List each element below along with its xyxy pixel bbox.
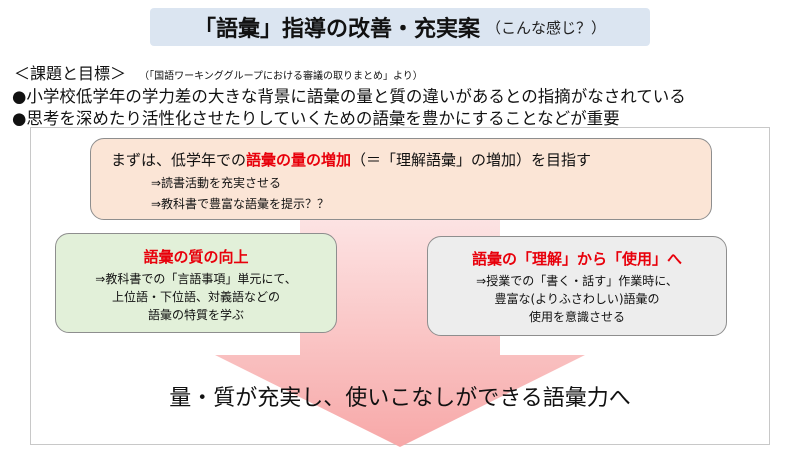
quality-line: 語彙の特質を学ぶ bbox=[147, 308, 244, 322]
quality-line: ⇒教科書での「言語事項」単元にて、 bbox=[95, 272, 297, 286]
usage-line: ⇒授業での「書く・話す」作業時に、 bbox=[476, 274, 678, 288]
goal-heading-suffix: （＝「理解語彙」の増加）を目指す bbox=[351, 151, 592, 169]
goal-line: ⇒教科書で豊富な語彙を提示？？ bbox=[151, 197, 330, 211]
page-title: 「語彙」指導の改善・充実案 bbox=[193, 17, 480, 42]
page-subtitle: （こんな感じ？） bbox=[486, 18, 607, 37]
section-header: ＜課題と目標＞ （「国語ワーキンググループにおける審議の取りまとめ」より） bbox=[14, 60, 423, 84]
bullet-item: ●小学校低学年の学力差の大きな背景に語彙の量と質の違いがあるとの指摘がなされてい… bbox=[12, 87, 686, 106]
section-source: （「国語ワーキンググループにおける審議の取りまとめ」より） bbox=[139, 71, 423, 82]
goal-box: まずは、低学年での語彙の量の増加（＝「理解語彙」の増加）を目指す ⇒読書活動を充… bbox=[90, 138, 712, 220]
conclusion-text: 量・質が充実し、使いこなしができる語彙力へ bbox=[169, 386, 631, 411]
goal-heading-highlight: 語彙の量の増加 bbox=[246, 151, 352, 169]
usage-line: 使用を意識させる bbox=[528, 310, 625, 324]
goal-line: ⇒読書活動を充実させる bbox=[151, 176, 282, 190]
goal-heading: まずは、低学年での語彙の量の増加（＝「理解語彙」の増加）を目指す bbox=[111, 149, 711, 170]
title-bar: 「語彙」指導の改善・充実案 （こんな感じ？） bbox=[150, 8, 650, 46]
usage-line: 豊富な(よりふさわしい)語彙の bbox=[494, 292, 660, 306]
usage-box: 語彙の「理解」から「使用」へ ⇒授業での「書く・話す」作業時に、 豊富な(よりふ… bbox=[427, 236, 727, 336]
quality-line: 上位語・下位語、対義語などの bbox=[111, 290, 280, 304]
quality-box: 語彙の質の向上 ⇒教科書での「言語事項」単元にて、 上位語・下位語、対義語などの… bbox=[55, 233, 337, 333]
quality-heading: 語彙の質の向上 bbox=[143, 248, 249, 266]
usage-heading: 語彙の「理解」から「使用」へ bbox=[471, 250, 682, 268]
section-heading: ＜課題と目標＞ bbox=[14, 64, 127, 83]
goal-heading-prefix: まずは、低学年での bbox=[111, 151, 247, 169]
bullet-item: ●思考を深めたり活性化させたりしていくための語彙を豊かにすることなどが重要 bbox=[12, 109, 620, 128]
